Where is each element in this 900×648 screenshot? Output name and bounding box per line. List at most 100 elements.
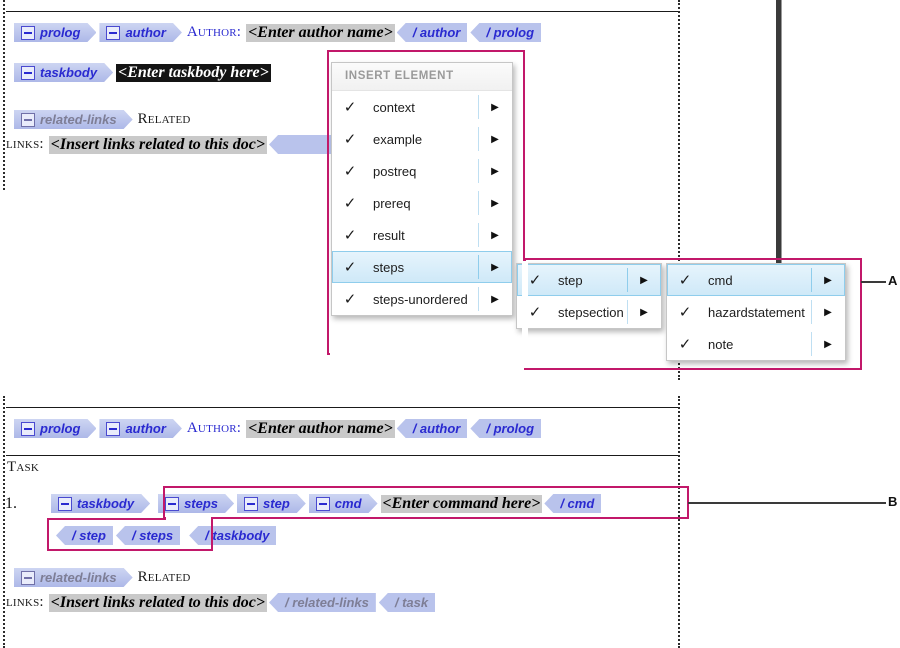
element-tag-related-links-close[interactable]: / related-links xyxy=(269,593,376,612)
collapse-toggle-icon[interactable] xyxy=(21,113,35,127)
menu-separator xyxy=(811,300,812,324)
menu-item-prereq[interactable]: ✓ prereq ▶ xyxy=(332,187,512,219)
element-tag-label: / prolog xyxy=(486,25,535,40)
annotation-box-b-top xyxy=(163,486,689,519)
menu-separator xyxy=(478,95,479,119)
element-tag-label: / step xyxy=(72,528,106,543)
section-heading-label: Task xyxy=(7,459,39,475)
element-tag-cmd-close[interactable]: / cmd xyxy=(544,494,602,513)
insert-element-menu[interactable]: INSERT ELEMENT ✓ context ▶ ✓ example ▶ ✓… xyxy=(331,62,513,316)
menu-separator xyxy=(478,191,479,215)
prompt-insert-links[interactable]: <Insert links related to this doc> xyxy=(48,135,268,154)
annotation-mask xyxy=(522,261,528,368)
menu-item-note[interactable]: ✓ note ▶ xyxy=(667,328,845,360)
menu-item-hazardstatement[interactable]: ✓ hazardstatement ▶ xyxy=(667,296,845,328)
element-tag-taskbody-open[interactable]: taskbody xyxy=(51,494,150,513)
submenu-arrow-icon: ▶ xyxy=(491,229,499,241)
element-tag-author-close[interactable]: / author xyxy=(396,23,468,42)
menu-item-label: hazardstatement xyxy=(708,304,805,320)
menu-item-steps[interactable]: ✓ steps ▶ xyxy=(332,251,512,283)
element-tag-prolog-open[interactable]: prolog xyxy=(14,419,96,438)
insert-element-submenu-steps[interactable]: ✓ step ▶ ✓ stepsection ▶ xyxy=(516,263,662,329)
element-tag-label: prolog xyxy=(40,25,81,40)
collapse-toggle-icon[interactable] xyxy=(21,571,35,585)
element-tag-prolog-close[interactable]: / prolog xyxy=(470,23,542,42)
element-tag-step-close[interactable]: / step xyxy=(56,526,113,545)
menu-item-result[interactable]: ✓ result ▶ xyxy=(332,219,512,251)
menu-item-example[interactable]: ✓ example ▶ xyxy=(332,123,512,155)
collapse-toggle-icon[interactable] xyxy=(21,26,35,40)
check-icon: ✓ xyxy=(678,272,692,289)
document-row-prolog-author: prolog author Author: <Enter author name… xyxy=(14,23,544,42)
menu-item-label: steps xyxy=(373,259,405,275)
element-tag-label: / author xyxy=(412,25,461,40)
element-tag-steps-open[interactable]: steps xyxy=(158,494,234,513)
element-tag-label: / related-links xyxy=(285,595,369,610)
document-row-related-links: related-links Related xyxy=(14,110,196,129)
check-icon: ✓ xyxy=(343,163,357,180)
element-tag-cmd-open[interactable]: cmd xyxy=(309,494,378,513)
callout-leader-a xyxy=(861,281,886,283)
element-tag-prolog-close[interactable]: / prolog xyxy=(470,419,542,438)
prompt-enter-taskbody-here[interactable]: <Enter taskbody here> xyxy=(116,63,271,82)
submenu-arrow-icon: ▶ xyxy=(824,338,832,350)
menu-item-step[interactable]: ✓ step ▶ xyxy=(517,264,661,296)
collapse-toggle-icon[interactable] xyxy=(316,497,330,511)
element-tag-label: related-links xyxy=(40,570,117,585)
menu-separator xyxy=(478,223,479,247)
menu-item-steps-unordered[interactable]: ✓ steps-unordered ▶ xyxy=(332,283,512,315)
check-icon: ✓ xyxy=(528,304,542,321)
prompt-enter-author-name[interactable]: <Enter author name> xyxy=(246,23,395,42)
element-tag-author-open[interactable]: author xyxy=(99,419,181,438)
element-tag-step-open[interactable]: step xyxy=(237,494,306,513)
check-icon: ✓ xyxy=(343,259,357,276)
check-icon: ✓ xyxy=(343,131,357,148)
element-tag-author-open[interactable]: author xyxy=(99,23,181,42)
submenu-arrow-icon: ▶ xyxy=(491,165,499,177)
document-row-links-prompt: links: <Insert links related to this doc… xyxy=(4,135,382,154)
collapse-toggle-icon[interactable] xyxy=(165,497,179,511)
collapse-toggle-icon[interactable] xyxy=(21,66,35,80)
annotation-box-a-left xyxy=(327,50,525,355)
element-tag-taskbody-close[interactable]: / taskbody xyxy=(189,526,277,545)
menu-item-stepsection[interactable]: ✓ stepsection ▶ xyxy=(517,296,661,328)
element-tag-author-close[interactable]: / author xyxy=(396,419,468,438)
element-tag-label: steps xyxy=(184,496,219,511)
collapse-toggle-icon[interactable] xyxy=(58,497,72,511)
menu-item-postreq[interactable]: ✓ postreq ▶ xyxy=(332,155,512,187)
menu-separator xyxy=(478,127,479,151)
element-tag-label: taskbody xyxy=(77,496,135,511)
collapse-toggle-icon[interactable] xyxy=(244,497,258,511)
element-tag-taskbody-open[interactable]: taskbody xyxy=(14,63,113,82)
collapse-toggle-icon[interactable] xyxy=(106,422,120,436)
element-tag-task-close[interactable]: / task xyxy=(378,593,436,612)
menu-separator xyxy=(478,159,479,183)
element-tag-label: author xyxy=(125,421,166,436)
prompt-enter-command-here[interactable]: <Enter command here> xyxy=(380,494,543,513)
element-tag-prolog-open[interactable]: prolog xyxy=(14,23,96,42)
submenu-arrow-icon: ▶ xyxy=(491,261,499,273)
element-tag-label: / cmd xyxy=(560,496,595,511)
element-tag-steps-close[interactable]: / steps xyxy=(115,526,181,545)
page-top-rule xyxy=(6,11,678,12)
submenu-arrow-icon: ▶ xyxy=(491,101,499,113)
menu-item-label: stepsection xyxy=(558,304,624,320)
element-tag-related-links-open[interactable]: related-links xyxy=(14,110,133,129)
menu-item-cmd[interactable]: ✓ cmd ▶ xyxy=(667,264,845,296)
page-margin-guide-left xyxy=(3,396,5,648)
check-icon: ✓ xyxy=(343,227,357,244)
field-label-author: Author: xyxy=(186,420,242,436)
element-tag-related-links-open[interactable]: related-links xyxy=(14,568,133,587)
annotation-mask xyxy=(330,352,523,358)
prompt-enter-author-name[interactable]: <Enter author name> xyxy=(246,419,395,438)
menu-separator xyxy=(627,268,628,292)
collapse-toggle-icon[interactable] xyxy=(21,422,35,436)
element-tag-label: prolog xyxy=(40,421,81,436)
collapse-toggle-icon[interactable] xyxy=(106,26,120,40)
field-label-related: Related xyxy=(137,569,191,585)
menu-item-context[interactable]: ✓ context ▶ xyxy=(332,91,512,123)
callout-leader-b xyxy=(688,502,886,504)
prompt-insert-links[interactable]: <Insert links related to this doc> xyxy=(48,593,268,612)
insert-element-submenu-step[interactable]: ✓ cmd ▶ ✓ hazardstatement ▶ ✓ note ▶ xyxy=(666,263,846,361)
submenu-arrow-icon: ▶ xyxy=(491,293,499,305)
